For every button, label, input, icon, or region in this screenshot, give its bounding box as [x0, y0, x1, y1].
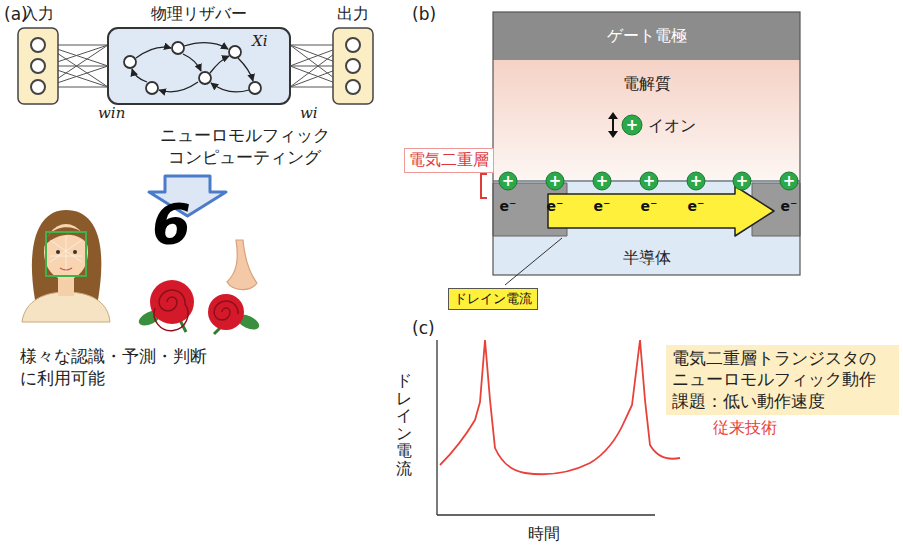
panel-letter: (b): [412, 4, 436, 24]
weight-label: win: [98, 104, 125, 122]
leader-line: [505, 238, 562, 285]
note-box: 電気二重層トランジスタの ニューロモルフィック動作 課題：低い動作速度: [666, 345, 899, 415]
output-layer: 出力: [333, 28, 373, 104]
axis-label: 時間: [528, 524, 560, 545]
charge-sign: +: [736, 174, 749, 189]
caption-text: 様々な認識・予測・判断 に利用可能: [20, 345, 212, 389]
semiconductor: [493, 180, 800, 275]
reservoir-box: [108, 28, 290, 104]
electron-sign: e⁻: [641, 199, 658, 213]
connection-line: [58, 66, 108, 67]
panel-letter: (c): [412, 318, 435, 338]
charge-sign: +: [643, 174, 656, 189]
curve-label: 従来技術: [713, 418, 777, 439]
caption-text: ニューロモルフィック コンピューティング: [157, 124, 332, 168]
callout-text: ドレイン電流: [454, 290, 532, 308]
nose-icon: [227, 240, 257, 290]
charge-sign: +: [549, 174, 562, 189]
drain-current-arrow: [548, 186, 774, 236]
physical-reservoir: 物理リザバーXi: [108, 28, 290, 104]
layer-bracket: [481, 174, 487, 198]
ion-circles: [499, 115, 798, 190]
box-heading: 出力: [333, 4, 373, 24]
callout-text: 電気二重層: [409, 150, 489, 171]
output-layer-box: [333, 28, 373, 104]
electrolyte-region: 電解質: [493, 60, 800, 180]
layer-neurons: [31, 38, 360, 94]
semiconductor-region: 半導体: [493, 180, 800, 275]
face-recognition-icon: [22, 210, 110, 322]
reservoir-neurons: [124, 42, 261, 94]
region-label: 半導体: [623, 248, 671, 269]
ion-label: イオン: [648, 116, 696, 137]
charge-sign: +: [690, 174, 703, 189]
electron-sign: e⁻: [688, 199, 705, 213]
state-symbol: Xi: [252, 32, 267, 50]
box-heading: 物理リザバー: [108, 4, 290, 24]
ion-motion-arrow: [608, 112, 618, 138]
electrolyte: [493, 60, 800, 180]
charge-sign: +: [596, 174, 609, 189]
callout-box: ドレイン電流: [448, 288, 538, 310]
panel-letter: (a): [4, 4, 28, 24]
axis-label: ドレイン電流: [396, 372, 412, 478]
charge-sign: +: [626, 118, 639, 133]
weight-label: wi: [300, 104, 318, 122]
region-label: 電解質: [623, 74, 671, 95]
electron-sign: e⁻: [500, 199, 517, 213]
region-label: ゲート電極: [607, 26, 687, 47]
electron-sign: e⁻: [781, 199, 798, 213]
electron-sign: e⁻: [547, 199, 564, 213]
note-text: 電気二重層トランジスタの ニューロモルフィック動作 課題：低い動作速度: [672, 348, 893, 412]
input-layer-box: [18, 28, 58, 104]
input-layer: 入力: [18, 28, 58, 104]
charge-sign: +: [783, 174, 796, 189]
rose-icon: [137, 280, 262, 334]
digit-sample: 6: [152, 196, 191, 252]
electron-sign: e⁻: [594, 199, 611, 213]
drain-current-curve: [440, 340, 680, 474]
callout-box: 電気二重層: [404, 148, 494, 173]
connection-line: [290, 66, 333, 67]
charge-sign: +: [502, 174, 515, 189]
device-frame: [493, 12, 800, 275]
gate-electrode-region: ゲート電極: [493, 12, 800, 60]
gate-electrode: [493, 12, 800, 60]
